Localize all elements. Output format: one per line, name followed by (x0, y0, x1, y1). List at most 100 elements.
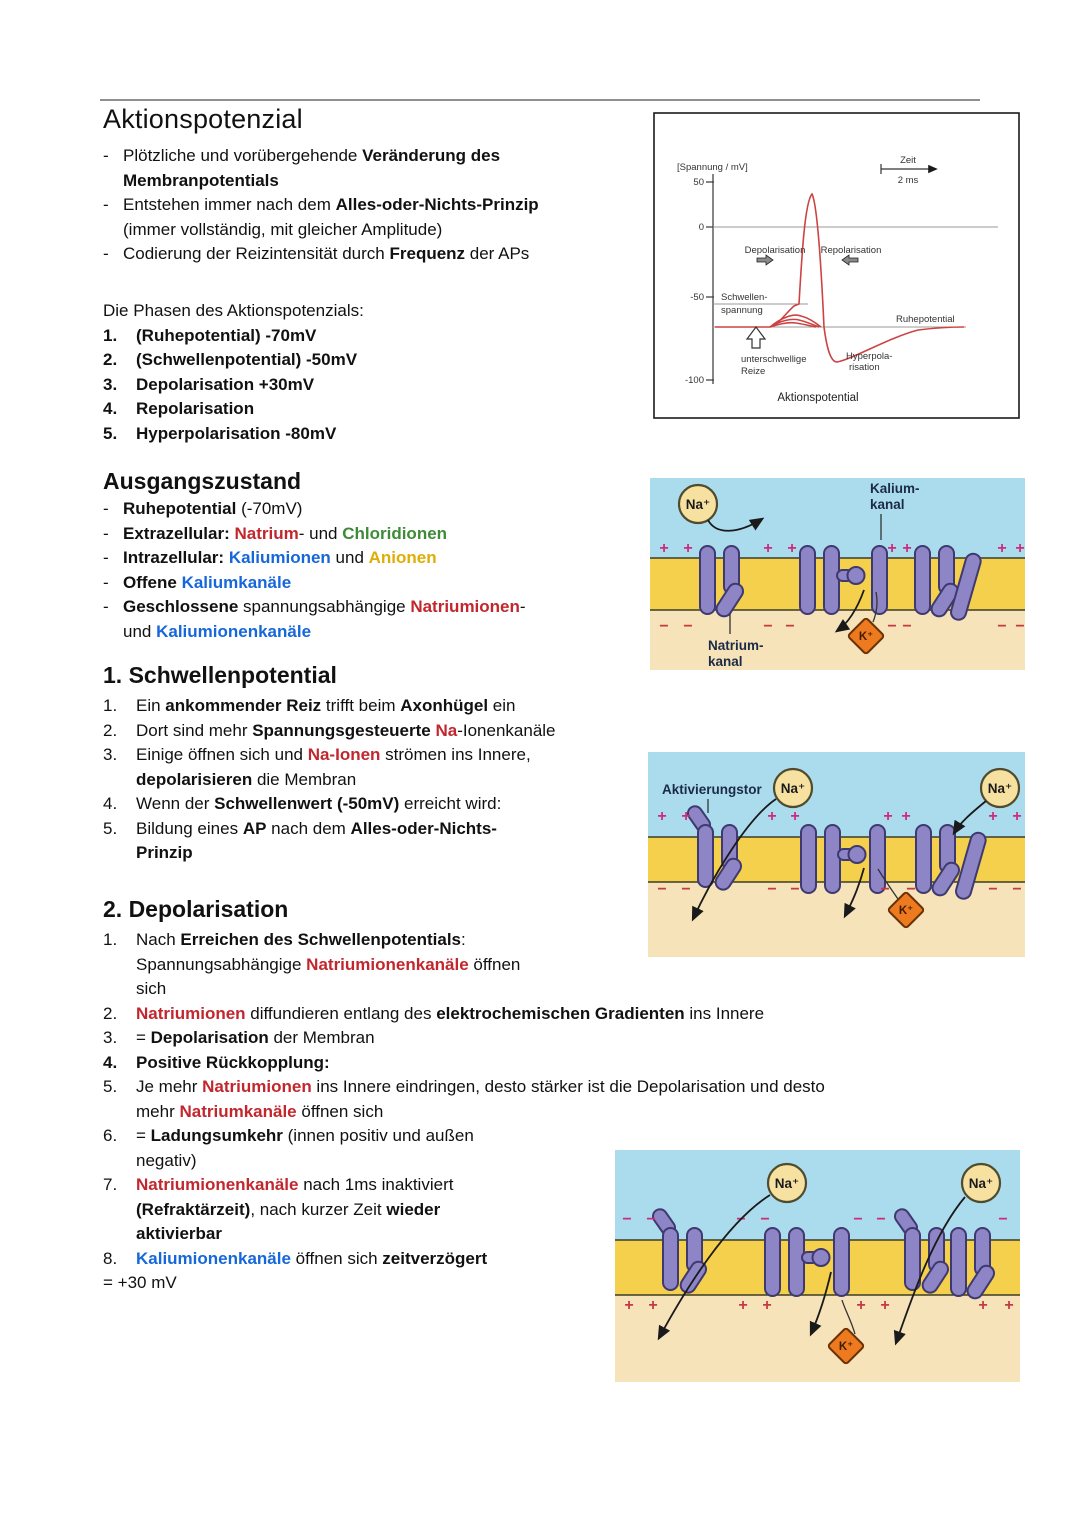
zeit-unit-label: 2 ms (898, 175, 919, 186)
text-segment: Entstehen immer nach dem (123, 195, 336, 214)
membrane-diagram-resting: ++++++++ −−−−−−−− Na⁺ Kalium- kanal Natr… (650, 478, 1025, 670)
list-item: -Geschlossene spannungsabhängige Natrium… (103, 595, 683, 644)
phases-section: Die Phasen des Aktionspotenzials: 1.(Ruh… (103, 299, 683, 446)
sodium-influx-arrow (691, 798, 777, 922)
list-marker: 2. (103, 720, 118, 740)
minus-charge: − (790, 881, 799, 898)
potassium-ion (847, 617, 885, 655)
potassium-ion-label: K⁺ (839, 1341, 853, 1353)
list-item: 2. Dort sind mehr Spannungsgesteuerte Na-… (103, 719, 683, 744)
schwellenpotential-list: 1.Ein ankommender Reiz trifft beim Axonh… (103, 694, 683, 866)
potassium-flow-arrow (809, 1271, 832, 1337)
list-marker: 2. (103, 350, 118, 369)
depolarisation-heading: 2. Depolarisation (103, 896, 289, 922)
list-marker: 6. (103, 1126, 118, 1145)
list-marker: 2. (103, 1003, 118, 1023)
list-item: 3.Depolarisation +30mV (103, 373, 683, 398)
plus-charge: + (1015, 540, 1024, 557)
sodium-ion (979, 767, 1021, 809)
text-segment: Wenn der (136, 794, 215, 813)
list-marker: 4. (103, 794, 118, 813)
graph-y-axis-label: [Spannung / mV] (677, 162, 748, 173)
tick-neg100: -100 (685, 375, 704, 386)
inner-charge-row: −−−−−−−− (657, 881, 1021, 898)
text-segment: Geschlossene (123, 597, 239, 616)
text-segment: Alles-oder-Nichts- Prinzip (136, 818, 497, 863)
text-segment: öffnen sich (296, 1101, 384, 1121)
list-marker: - (103, 548, 109, 567)
potassium-path-line (841, 1299, 856, 1335)
ausgangszustand-list: -Ruhepotential (-70mV)-Extrazellular: Na… (103, 497, 683, 644)
plus-charge: + (790, 808, 799, 825)
text-segment: depolarisieren (136, 769, 253, 789)
text-segment: und (330, 548, 369, 567)
list-item-text: Plötzliche und vorübergehende Veränderun… (123, 144, 683, 193)
minus-charge: − (876, 1211, 885, 1228)
text-segment: Natrium (234, 523, 299, 543)
text-segment: -Ionenkanäle (457, 720, 556, 740)
text-segment: strömen ins Innere, (385, 745, 531, 764)
list-marker: 1. (103, 696, 118, 715)
minus-charge: − (853, 1211, 862, 1228)
text-segment: Natriumionen (410, 597, 520, 616)
minus-charge: − (763, 618, 772, 635)
list-marker: 1. (103, 930, 118, 949)
plus-charge: + (763, 540, 772, 557)
potassium-ion (887, 891, 925, 929)
text-segment: Plötzliche und vorübergehende (123, 146, 363, 165)
list-marker: - (103, 572, 109, 592)
plus-charge: + (1012, 808, 1021, 825)
text-segment: Natriumionenkanäle (136, 1175, 299, 1194)
list-item: 5.Je mehr Natriumionen ins Innere eindri… (103, 1075, 1013, 1124)
text-segment: ein (488, 696, 516, 715)
text-segment: - und (298, 523, 343, 543)
inner-charge-row: −−−−−−−− (659, 618, 1024, 635)
plus-charge: + (762, 1297, 771, 1314)
text-segment: Kaliumionen (228, 548, 331, 567)
list-item: 3.Einige öffnen sich und Na-Ionen ströme… (103, 743, 683, 792)
text-segment: Natriumionenkanäle (306, 954, 469, 974)
list-item-text: Dort sind mehr Spannungsgesteuerte Na-Io… (136, 719, 683, 744)
aktivierungstor-label: Aktivierungstor (662, 782, 763, 797)
text-segment: der Membran (268, 1028, 375, 1047)
list-marker: - (103, 195, 109, 214)
plus-charge: + (648, 1297, 657, 1314)
text-segment: Natriumionen (136, 1003, 246, 1023)
unterschwellige-label-2: Reize (741, 366, 765, 377)
tick-neg50: -50 (690, 292, 704, 303)
text-segment: Na (435, 720, 458, 740)
text-segment: Axonhügel (400, 696, 489, 715)
text-segment: Ruhepotential (123, 499, 237, 518)
text-segment: Dort sind mehr (136, 720, 253, 740)
text-segment: (Refraktärzeit) (136, 1199, 251, 1219)
hyperpolarisation-label-1: Hyperpola- (846, 351, 892, 362)
minus-charge: − (646, 1211, 655, 1228)
text-segment: Na-Ionen (307, 745, 381, 764)
sodium-influx-arrow (893, 1196, 966, 1346)
action-potential-curve (715, 192, 965, 363)
potassium-flow-arrow (843, 867, 865, 919)
plus-charge: + (738, 1297, 747, 1314)
list-item-text: = Depolarisation der Membran (136, 1026, 1013, 1051)
text-segment: , nach kurzer Zeit (250, 1199, 387, 1219)
minus-charge: − (767, 881, 776, 898)
minus-charge: − (887, 618, 896, 635)
minus-charge: − (681, 881, 690, 898)
text-segment: Erreichen des Schwellenpotentials (180, 930, 462, 949)
text-segment: Schwellenwert (-50mV) (214, 794, 400, 813)
list-item-text: Depolarisation +30mV (136, 373, 683, 398)
text-segment: Hyperpolarisation -80mV (136, 423, 337, 443)
plus-charge: + (887, 540, 896, 557)
plus-charge: + (1004, 1297, 1013, 1314)
text-segment: Codierung der Reizintensität durch (123, 244, 390, 263)
list-item: -Extrazellular: Natrium- und Chloridione… (103, 522, 683, 547)
list-item-text: Offene Kaliumkanäle (123, 571, 683, 596)
outer-charge-row: ++++++++ (659, 540, 1024, 557)
text-segment: Einige öffnen sich und (136, 745, 308, 764)
list-marker: 1. (103, 325, 118, 345)
list-marker: 7. (103, 1175, 118, 1194)
list-item: -Intrazellular: Kaliumionen und Anionen (103, 546, 683, 571)
phases-heading: Die Phasen des Aktionspotenzials: (103, 301, 364, 320)
plus-charge: + (902, 540, 911, 557)
potassium-flow-arrow (834, 589, 865, 633)
